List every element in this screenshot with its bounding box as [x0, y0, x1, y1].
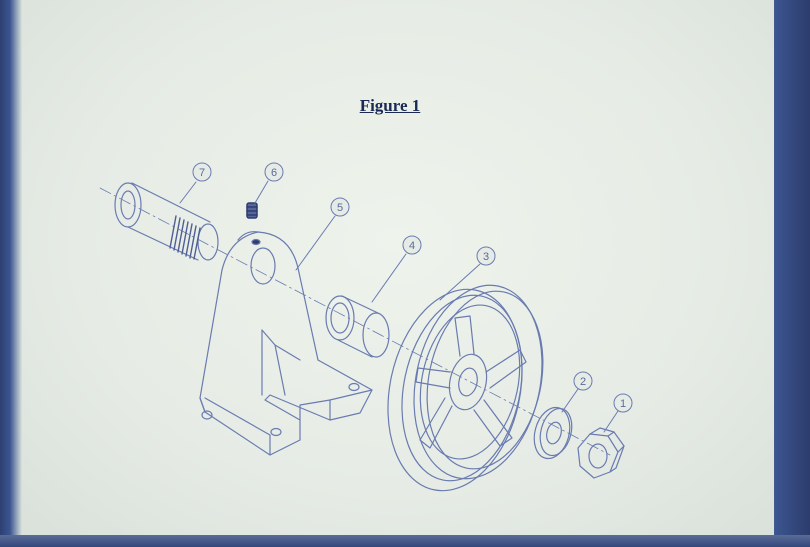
callout-1: 1	[613, 393, 633, 413]
figure-title: Figure 1	[359, 96, 421, 115]
callout-label-4: 4	[409, 240, 415, 252]
monitor-bezel-bottom	[0, 535, 810, 547]
callout-2: 2	[573, 371, 593, 391]
callout-label-5: 5	[337, 202, 343, 214]
callout-label-2: 2	[580, 376, 586, 388]
washer-part	[533, 406, 573, 460]
pulley-wheel-part	[387, 284, 544, 492]
center-axis	[99, 187, 611, 456]
callout-3: 3	[476, 246, 496, 266]
callout-label-6: 6	[271, 167, 277, 179]
set-screw-part	[246, 202, 258, 219]
callout-label-7: 7	[199, 167, 205, 179]
hex-nut-part	[577, 427, 625, 479]
shaft-pin-part	[114, 182, 219, 261]
leader-lines	[179, 180, 619, 433]
callout-balloons: 7 6 5 4 3 2 1	[192, 162, 633, 413]
callout-6: 6	[264, 162, 284, 182]
callout-label-1: 1	[620, 398, 626, 410]
callout-5: 5	[330, 197, 350, 217]
bracket-part	[199, 231, 373, 456]
bushing-part	[325, 295, 390, 358]
callout-4: 4	[402, 235, 422, 255]
document-page	[22, 0, 774, 535]
callout-label-3: 3	[483, 251, 489, 263]
callout-7: 7	[192, 162, 212, 182]
